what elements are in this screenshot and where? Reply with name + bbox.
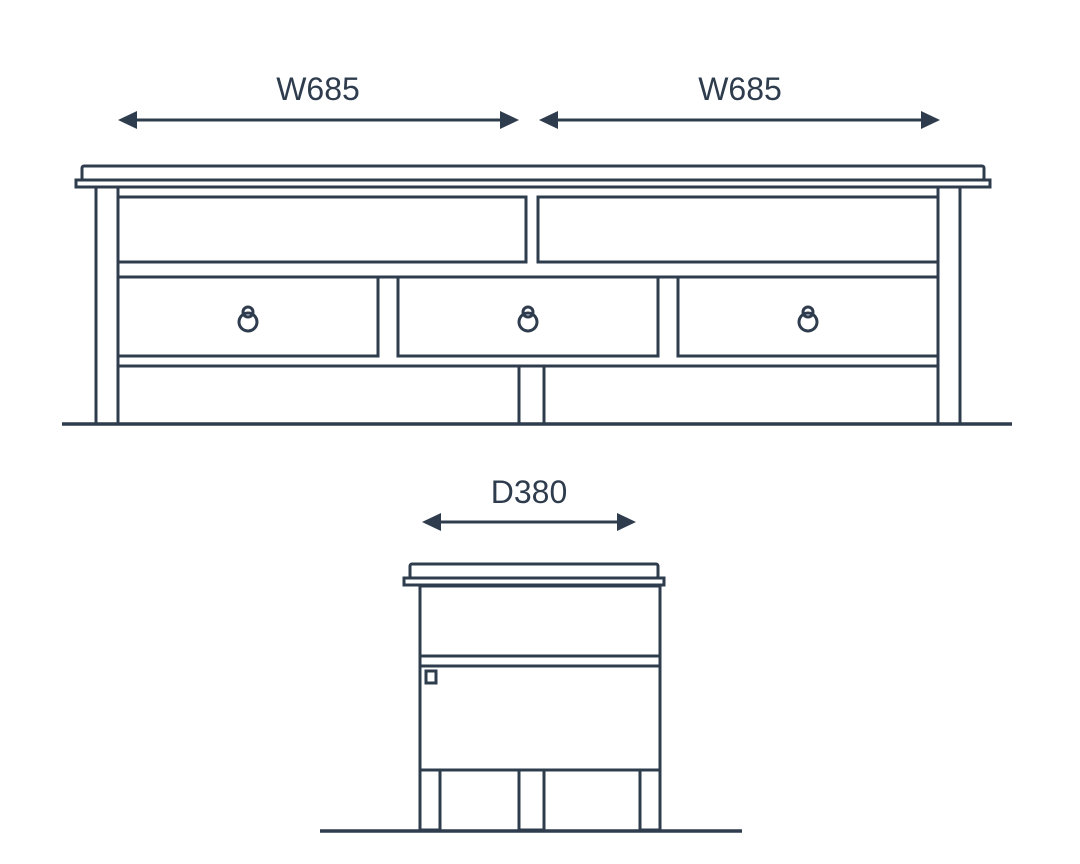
side-back-leg: [638, 768, 662, 832]
front-center-leg: [517, 364, 546, 426]
side-drawer-notch: [424, 669, 438, 685]
front-open-compartment-left: [116, 195, 528, 264]
front-dimension-right-label: W685: [698, 71, 782, 107]
front-dimension-left-arrowhead-right: [500, 111, 519, 129]
drawer-handle-3: [797, 305, 819, 333]
handle-knob-icon: [521, 305, 535, 319]
front-dimension-left-label: W685: [276, 71, 360, 107]
front-dimension-right: W685: [539, 71, 940, 129]
front-dimension-left-arrowhead-left: [118, 111, 137, 129]
front-right-leg: [936, 184, 962, 426]
drawer-handle-2: [517, 305, 539, 333]
side-body-panel: [418, 584, 662, 772]
side-dimension-depth: D380: [422, 474, 636, 531]
front-dimension-right-arrowhead-right: [921, 111, 940, 129]
handle-ring-icon: [797, 311, 819, 333]
drawer-handle-1: [237, 305, 259, 333]
side-cabinet: [402, 562, 666, 832]
handle-ring-icon: [517, 311, 539, 333]
handle-ring-icon: [237, 311, 259, 333]
side-dimension-depth-arrowhead-left: [422, 513, 441, 531]
front-dimension-left: W685: [118, 71, 519, 129]
handle-knob-icon: [241, 305, 255, 319]
side-dimension-depth-label: D380: [491, 474, 568, 510]
front-tabletop-edge: [74, 178, 992, 189]
side-view: D380: [320, 474, 742, 833]
side-center-leg: [517, 768, 546, 832]
front-open-compartment-right: [536, 195, 940, 264]
side-tabletop-edge: [402, 576, 666, 587]
front-dimension-right-arrowhead-left: [539, 111, 558, 129]
front-left-leg: [94, 184, 120, 426]
handle-knob-icon: [801, 305, 815, 319]
side-front-leg: [418, 768, 442, 832]
front-cabinet: [74, 164, 992, 426]
side-tabletop: [408, 562, 660, 580]
front-drawer-3: [676, 275, 940, 358]
front-view: W685 W685: [62, 71, 1012, 426]
front-tabletop: [80, 164, 986, 182]
side-dimension-depth-arrowhead-right: [617, 513, 636, 531]
